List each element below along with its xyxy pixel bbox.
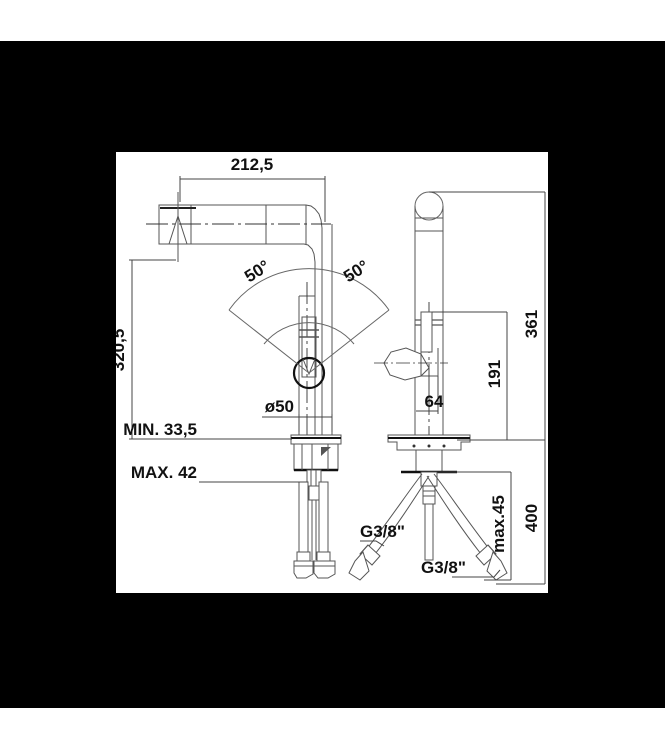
side-hose-fitting-left <box>348 544 381 581</box>
front-hose-fitting-right <box>313 551 336 579</box>
dim-label-diameter: ø50 <box>265 397 294 416</box>
dim-lever-height-191 <box>432 311 508 440</box>
dim-overall-400 <box>496 440 546 585</box>
technical-drawing-svg: 212,5 320,5 50° 50° ø50 MIN. 33,5 MAX. 4… <box>116 152 548 593</box>
dim-label-angle-left: 50° <box>241 256 273 286</box>
dim-label-lever-projection: 64 <box>425 392 444 411</box>
dim-label-thread-right: G3/8" <box>421 558 466 577</box>
dim-label-height: 320,5 <box>116 329 128 372</box>
front-pivot-circle <box>292 356 326 390</box>
dim-label-tail-max: max.45 <box>489 495 508 553</box>
leader-thread-left <box>360 540 385 547</box>
dim-label-total-height: 361 <box>522 310 541 338</box>
side-base-assembly <box>387 434 471 561</box>
dim-label-angle-right: 50° <box>340 256 372 286</box>
dim-total-height-361 <box>429 191 546 441</box>
swivel-arc-group <box>228 268 390 374</box>
leader-thread-right <box>452 569 501 578</box>
drawing-panel: 212,5 320,5 50° 50° ø50 MIN. 33,5 MAX. 4… <box>116 152 548 593</box>
dim-reach-212-5 <box>179 176 326 222</box>
dim-lever-projection-64 <box>416 368 439 414</box>
front-spout-tube <box>190 204 323 263</box>
side-hoses <box>348 473 508 581</box>
dim-label-overall-length: 400 <box>522 504 541 532</box>
side-lever-handle <box>374 311 448 381</box>
dim-tail-max-45 <box>437 471 512 581</box>
dim-label-thread-left: G3/8" <box>360 522 405 541</box>
dim-label-reach: 212,5 <box>231 155 274 174</box>
front-base-assembly <box>290 434 342 501</box>
dim-label-worktop-min: MIN. 33,5 <box>123 420 197 439</box>
front-spout-nozzle <box>158 192 196 262</box>
dim-diameter-50 <box>262 414 333 432</box>
dim-label-worktop-max: MAX. 42 <box>131 463 197 482</box>
front-column <box>298 224 333 435</box>
front-hoses <box>293 481 336 579</box>
front-hose-fitting-left <box>293 551 314 579</box>
dim-label-lever-height: 191 <box>485 360 504 388</box>
front-spray-collar <box>299 316 319 378</box>
side-hose-fitting-right <box>475 544 508 581</box>
